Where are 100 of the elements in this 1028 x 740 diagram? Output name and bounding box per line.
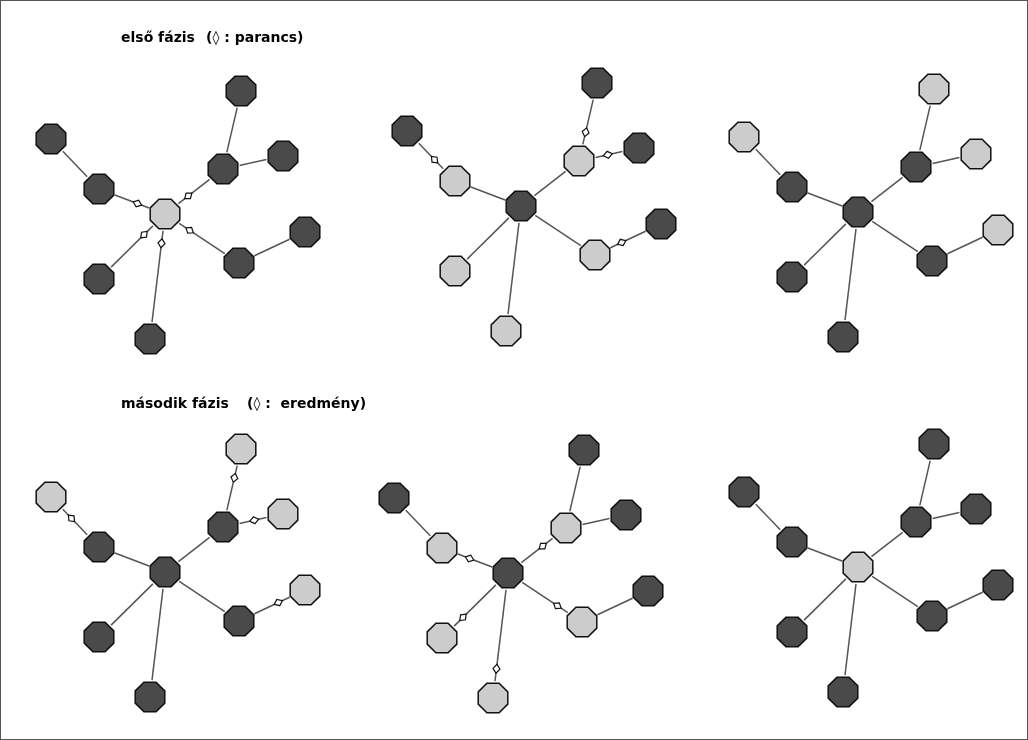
octagon-node xyxy=(425,531,459,565)
octagon-node xyxy=(775,170,809,204)
octagon-node xyxy=(504,189,538,223)
connector-line xyxy=(534,214,582,247)
octagon-node xyxy=(489,314,523,348)
connector-line xyxy=(870,176,904,203)
octagon-node xyxy=(224,432,258,466)
phase-heading: első fázis xyxy=(121,29,195,45)
connector-line xyxy=(110,583,154,626)
connector-line xyxy=(755,148,781,176)
octagon-node xyxy=(959,137,993,171)
octagon-node xyxy=(580,66,614,100)
connector-line xyxy=(569,465,581,513)
connector-line xyxy=(755,503,781,531)
octagon-node xyxy=(644,207,678,241)
octagon-node xyxy=(981,568,1015,602)
connector-line xyxy=(253,596,291,615)
connector-line xyxy=(919,104,931,152)
connector-line xyxy=(807,192,843,207)
connector-line xyxy=(931,511,961,520)
connector-line xyxy=(521,581,569,614)
octagon-node xyxy=(438,254,472,288)
octagon-node xyxy=(82,262,116,296)
connector-line xyxy=(594,150,624,159)
octagon-node xyxy=(222,246,256,280)
octagon-node xyxy=(899,505,933,539)
connector-line xyxy=(110,225,154,268)
connector-line xyxy=(178,580,226,613)
octagon-node xyxy=(841,195,875,229)
connector-line xyxy=(253,238,291,257)
connector-line xyxy=(114,552,150,567)
octagon-node xyxy=(565,605,599,639)
octagon-node xyxy=(578,238,612,272)
connector-line xyxy=(844,228,857,321)
connector-line xyxy=(177,536,211,563)
connector-line xyxy=(919,459,931,507)
connector-line xyxy=(62,508,88,536)
octagon-node xyxy=(390,114,424,148)
octagon-node xyxy=(826,320,860,354)
octagon-node xyxy=(288,573,322,607)
connector-line xyxy=(453,584,497,627)
octagon-node xyxy=(826,675,860,709)
connector-line xyxy=(609,230,647,249)
octagon-node xyxy=(438,164,472,198)
connector-line xyxy=(871,575,919,608)
connector-line xyxy=(177,178,211,205)
connector-line xyxy=(238,516,268,525)
connector-line xyxy=(803,578,847,621)
connector-line xyxy=(238,158,268,167)
octagon-node xyxy=(425,621,459,655)
octagon-node xyxy=(377,481,411,515)
octagon-node xyxy=(727,120,761,154)
connector-line xyxy=(581,517,611,526)
octagon-node xyxy=(567,433,601,467)
octagon-node xyxy=(206,152,240,186)
connector-line xyxy=(178,222,226,255)
octagon-node xyxy=(148,197,182,231)
phase-heading: (◊ : parancs) xyxy=(206,29,304,45)
octagon-node xyxy=(491,556,525,590)
octagon-node xyxy=(82,620,116,654)
octagon-node xyxy=(34,480,68,514)
connector-line xyxy=(533,170,567,197)
octagon-node xyxy=(775,525,809,559)
octagon-node xyxy=(775,615,809,649)
connector-line xyxy=(114,194,150,209)
octagon-node xyxy=(917,427,951,461)
connector-line xyxy=(581,98,594,146)
connector-line xyxy=(931,156,961,165)
octagon-node xyxy=(899,150,933,184)
octagon-node xyxy=(981,213,1015,247)
octagon-node xyxy=(775,260,809,294)
octagon-node xyxy=(133,322,167,356)
octagon-node xyxy=(915,244,949,278)
connector-line xyxy=(871,220,919,253)
octagon-node xyxy=(266,497,300,531)
connector-line xyxy=(226,106,238,154)
octagon-node xyxy=(133,680,167,714)
octagon-node xyxy=(562,144,596,178)
connector-line xyxy=(507,222,520,315)
connector-line xyxy=(62,150,88,178)
octagon-node xyxy=(266,139,300,173)
octagon-node xyxy=(224,74,258,108)
connector-line xyxy=(844,583,857,676)
octagon-node xyxy=(82,172,116,206)
phase-heading: második fázis xyxy=(121,395,229,411)
octagon-node xyxy=(841,550,875,584)
connector-line xyxy=(870,531,904,558)
connector-line xyxy=(520,537,554,564)
octagon-node xyxy=(222,604,256,638)
connector-line xyxy=(803,223,847,266)
connector-line xyxy=(151,230,166,323)
octagon-node xyxy=(727,475,761,509)
octagon-node xyxy=(609,498,643,532)
octagon-node xyxy=(631,574,665,608)
connector-line xyxy=(470,186,506,201)
phase-heading: (◊ : eredmény) xyxy=(247,395,367,411)
connector-line xyxy=(466,217,510,260)
connector-line xyxy=(946,236,984,255)
octagon-node xyxy=(34,122,68,156)
octagon-node xyxy=(917,72,951,106)
